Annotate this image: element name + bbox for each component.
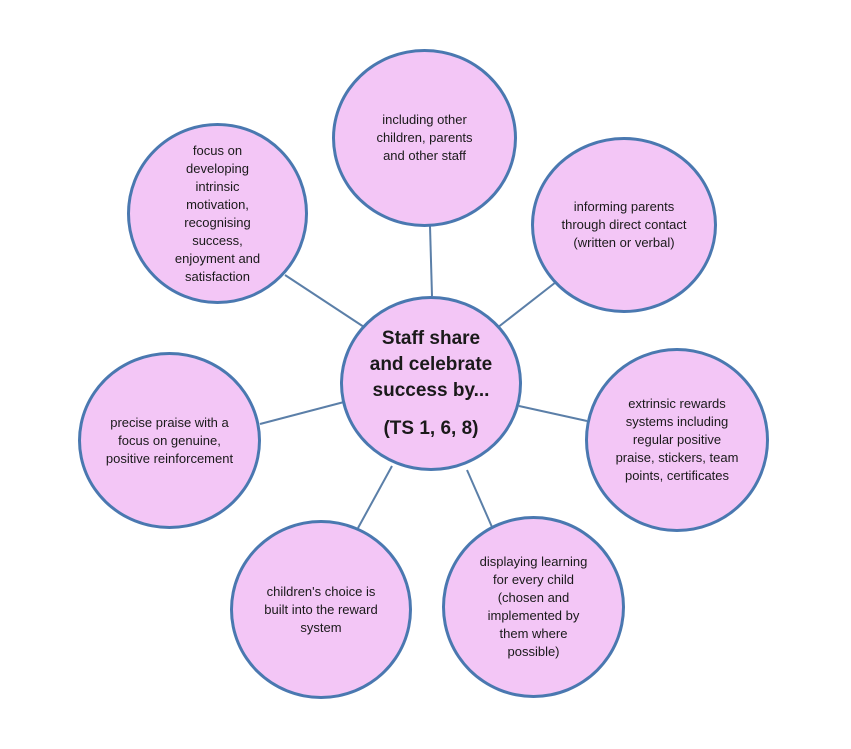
bubble-right: extrinsic rewards systems including regu… <box>585 348 769 532</box>
bubble-top-left: focus on developing intrinsic motivation… <box>127 123 308 304</box>
bubble-top-text: including other children, parents and ot… <box>376 112 473 163</box>
connector-top-right <box>496 281 557 329</box>
bubble-bottom-left-text: children's choice is built into the rewa… <box>264 583 378 635</box>
bubble-bottom-right: displaying learning for every child (cho… <box>442 516 625 698</box>
center-bubble: Staff share and celebrate success by... … <box>340 296 522 471</box>
bubble-top-left-text: focus on developing intrinsic motivation… <box>174 142 261 284</box>
connector-bottom-left <box>357 465 393 529</box>
connector-top <box>429 225 433 297</box>
bubble-left: precise praise with a focus on genuine, … <box>78 352 261 529</box>
connector-left <box>259 401 345 425</box>
connector-bottom-right <box>466 469 493 528</box>
connector-right <box>518 405 588 422</box>
bubble-right-text: extrinsic rewards systems including regu… <box>615 396 739 483</box>
center-title: Staff share and celebrate success by... <box>369 327 493 401</box>
center-reference: (TS 1, 6, 8) <box>383 417 479 439</box>
bubble-left-text: precise praise with a focus on genuine, … <box>105 414 234 466</box>
bubble-top-right-text: informing parents through direct contact… <box>561 199 687 250</box>
bubble-top: including other children, parents and ot… <box>332 49 517 227</box>
bubble-top-right: informing parents through direct contact… <box>531 137 717 313</box>
bubble-bottom-left: children's choice is built into the rewa… <box>230 520 412 699</box>
bubble-bottom-right-text: displaying learning for every child (cho… <box>479 554 588 659</box>
connector-top-left <box>284 274 365 328</box>
